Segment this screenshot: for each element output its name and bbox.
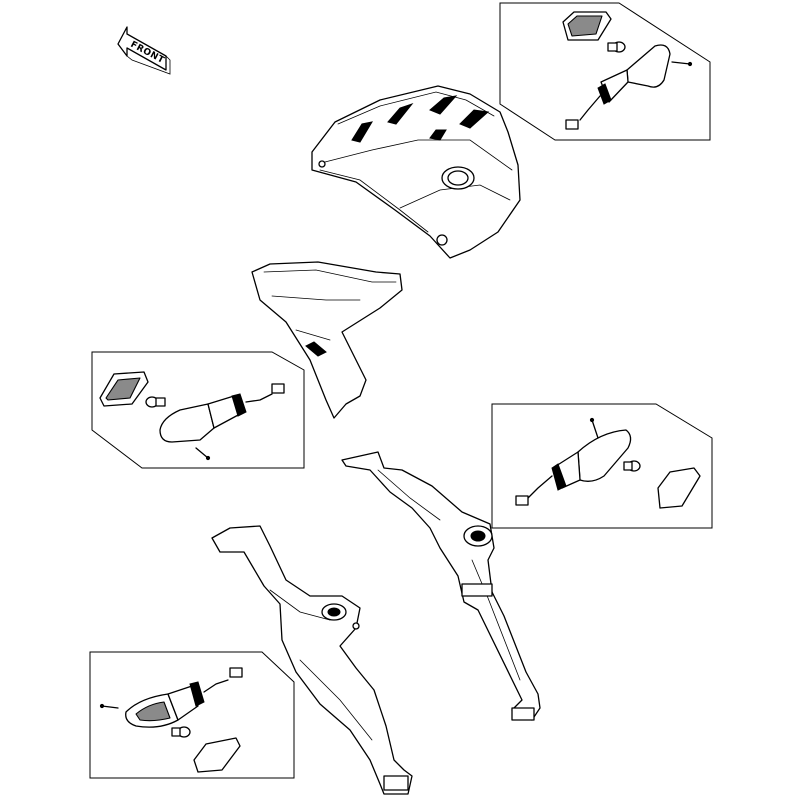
turn-signal-lens xyxy=(193,737,241,773)
turn-signal-box-top-right xyxy=(499,2,711,141)
parts-box-outline xyxy=(491,403,713,529)
turn-signal-housing xyxy=(159,393,273,443)
bulb-icon xyxy=(623,460,641,472)
turn-signal-lens xyxy=(562,11,612,41)
turn-signal-box-right-middle xyxy=(491,403,713,529)
tail-cowl-lower xyxy=(251,261,403,419)
parts-box-outline xyxy=(499,2,711,141)
bulb-icon xyxy=(145,396,166,408)
turn-signal-box-left-middle xyxy=(91,351,305,469)
turn-signal-housing xyxy=(527,429,632,499)
tail-cowl-upper xyxy=(311,85,521,259)
connector-icon xyxy=(565,119,579,130)
turn-signal-lens xyxy=(99,371,149,407)
bulb-icon xyxy=(171,726,191,738)
screw-icon xyxy=(99,703,119,709)
front-direction-arrow: FRONT xyxy=(117,26,171,75)
connector-icon xyxy=(515,495,529,506)
screw-icon xyxy=(589,417,599,439)
turn-signal-lens xyxy=(657,467,701,509)
cowl-grommet xyxy=(441,166,475,190)
bulb-icon xyxy=(607,41,626,53)
parts-box-outline xyxy=(91,351,305,469)
parts-box-outline xyxy=(89,651,295,779)
turn-signal-housing xyxy=(579,44,671,121)
turn-signal-box-bottom-left xyxy=(89,651,295,779)
turn-signal-housing xyxy=(125,679,229,728)
connector-icon xyxy=(271,383,285,394)
screw-icon xyxy=(195,447,211,461)
license-plate-bracket-left xyxy=(211,525,413,795)
license-plate-bracket-right xyxy=(341,451,541,721)
connector-icon xyxy=(229,667,243,678)
screw-icon xyxy=(671,61,693,67)
